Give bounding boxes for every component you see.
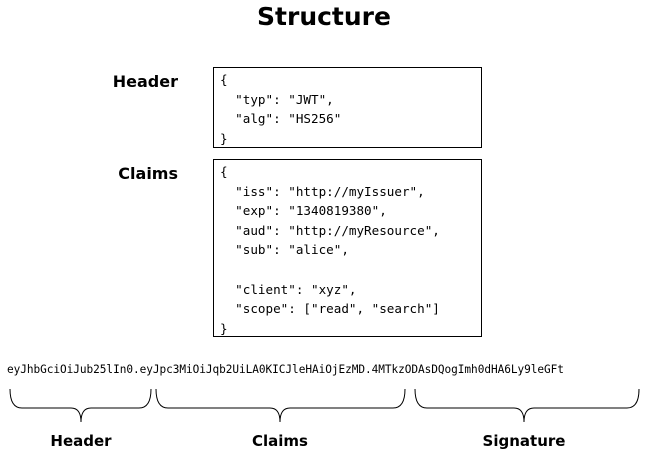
header-block-label: Header xyxy=(112,72,178,91)
claims-segment-brace xyxy=(155,388,406,423)
claims-json-line: "scope": ["read", "search"] xyxy=(220,301,440,317)
token-claims-part: eyJpc3MiOiJqb2UiLA0KICJleHAiOjEzMD xyxy=(139,363,365,376)
header-json-line: "typ": "JWT", xyxy=(220,91,334,107)
header-segment-label: Header xyxy=(50,432,112,450)
token-signature-part: 4MTkzODAsDQogImh0dHA6Ly9leGFt xyxy=(371,363,564,376)
encoded-token: eyJhbGciOiJub25lIn0.eyJpc3MiOiJqb2UiLA0K… xyxy=(7,363,564,376)
header-json-box: { "typ": "JWT", "alg": "HS256"} xyxy=(213,67,482,148)
header-segment-brace xyxy=(9,388,152,423)
claims-json-line: "iss": "http://myIssuer", xyxy=(220,183,425,199)
claims-json-line: "client": "xyz", xyxy=(220,281,357,297)
token-separator-2: . xyxy=(364,363,372,376)
token-separator-1: . xyxy=(132,363,140,376)
claims-json-line: "exp": "1340819380", xyxy=(220,203,387,219)
diagram-title: Structure xyxy=(257,2,391,31)
header-json-line: } xyxy=(220,130,228,146)
header-json-line: { xyxy=(220,72,228,87)
signature-segment-label: Signature xyxy=(482,432,566,450)
header-json-line: "alg": "HS256" xyxy=(220,111,342,127)
token-header-part: eyJhbGciOiJub25lIn0 xyxy=(7,363,133,376)
claims-json-line: } xyxy=(220,320,228,336)
claims-json-box: { "iss": "http://myIssuer", "exp": "1340… xyxy=(213,159,482,337)
signature-segment-brace xyxy=(414,388,640,423)
claims-json-line: "sub": "alice", xyxy=(220,242,349,258)
claims-segment-label: Claims xyxy=(252,432,308,450)
claims-json-line: { xyxy=(220,164,228,179)
claims-json-line: "aud": "http://myResource", xyxy=(220,222,440,238)
claims-block-label: Claims xyxy=(118,164,178,183)
